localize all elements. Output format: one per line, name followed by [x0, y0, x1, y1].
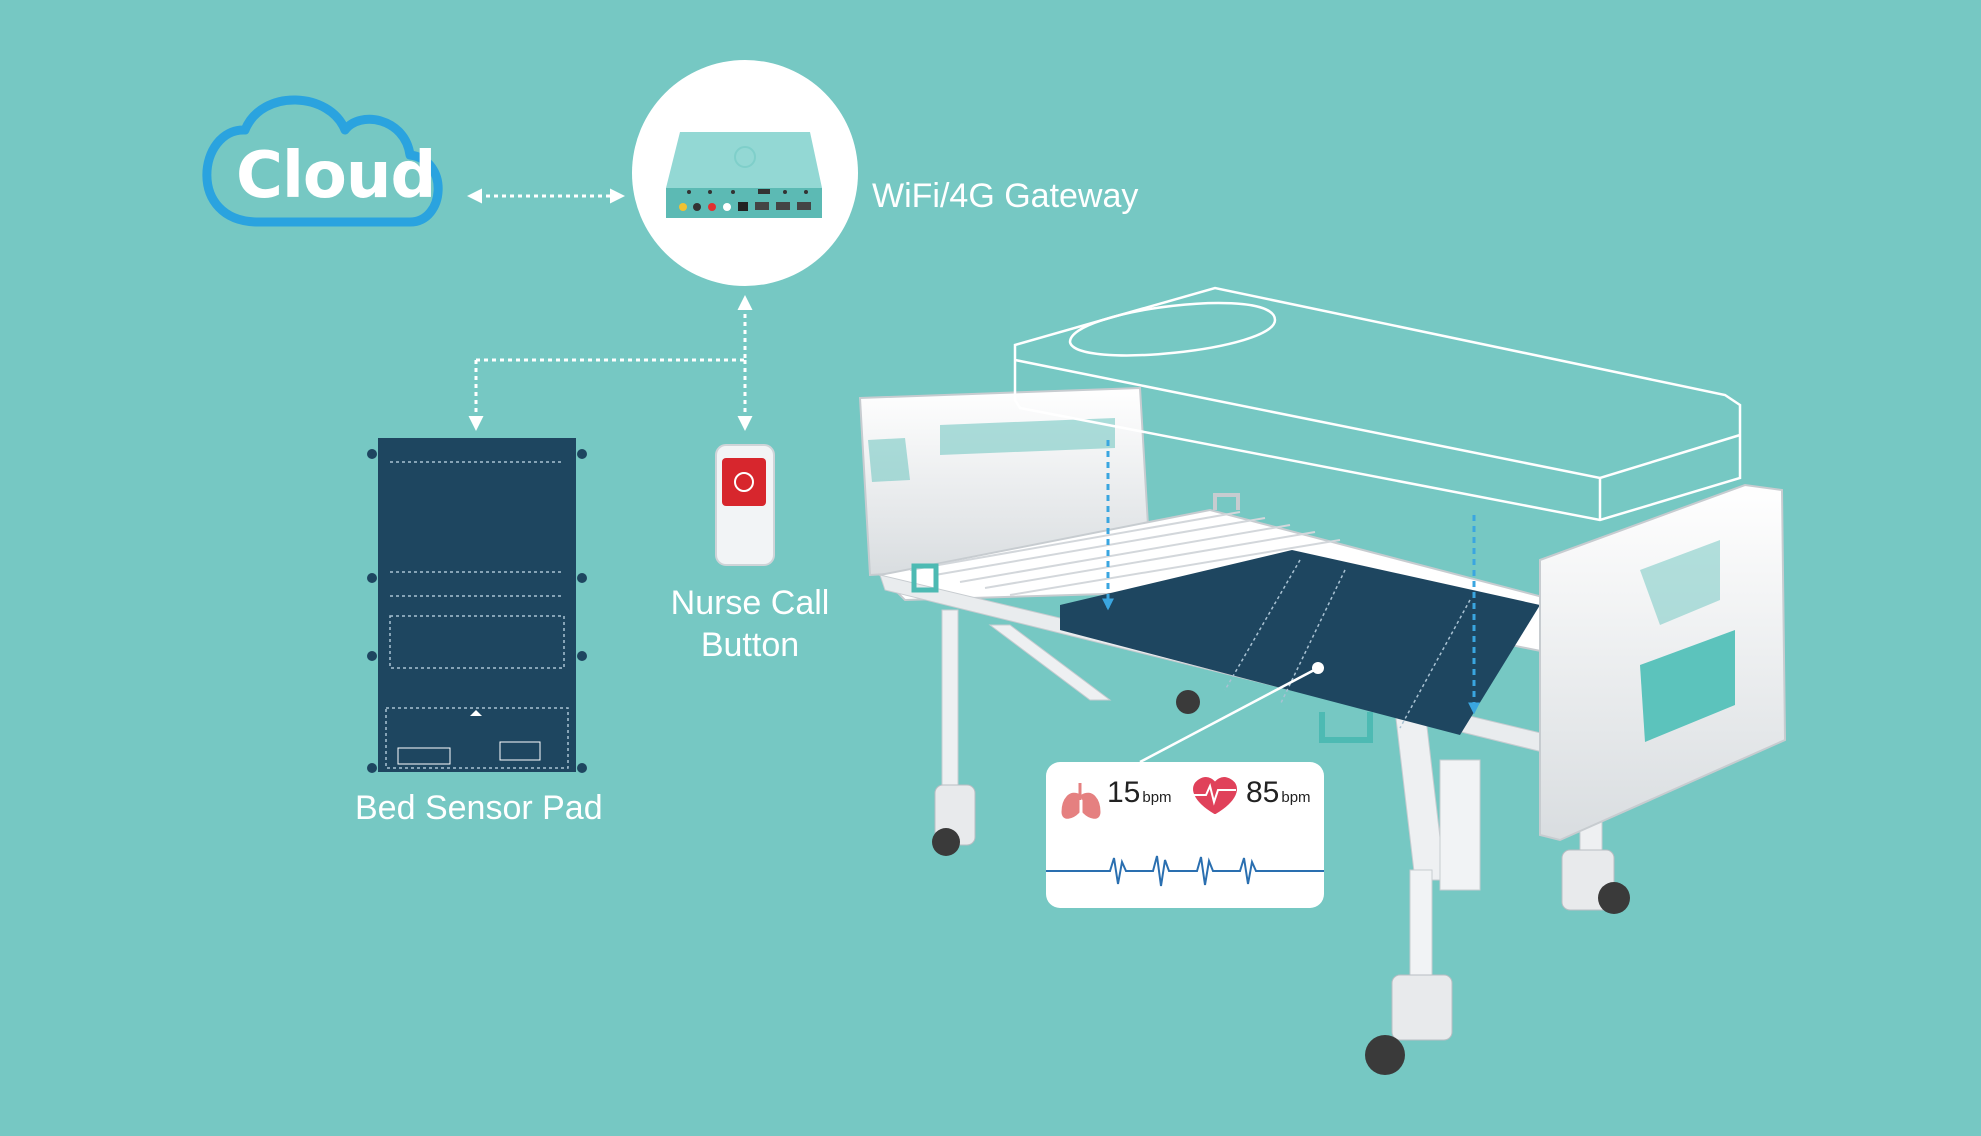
lungs-icon — [1061, 783, 1101, 819]
bed-sensor-pad-icon — [367, 438, 587, 773]
respiration-unit: bpm — [1142, 789, 1172, 806]
gateway-label: WiFi/4G Gateway — [872, 177, 1139, 215]
vital-signs-card — [1046, 762, 1324, 908]
cloud-icon — [202, 95, 443, 227]
nurse-call-button-icon — [715, 444, 775, 566]
nurse-call-label: Nurse Call Button — [670, 584, 830, 664]
heart-unit: bpm — [1281, 789, 1311, 806]
hospital-bed-icon — [858, 286, 1787, 1075]
ecg-waveform — [1046, 855, 1324, 887]
heart-icon — [1193, 777, 1237, 814]
heart-value: 85 — [1246, 776, 1280, 809]
respiration-value: 15 — [1107, 776, 1141, 809]
gateway-device-icon — [632, 60, 858, 286]
bed-sensor-pad-label: Bed Sensor Pad — [355, 789, 603, 827]
gateway-devices-connector — [468, 295, 753, 431]
cloud-label: Cloud — [236, 139, 436, 213]
